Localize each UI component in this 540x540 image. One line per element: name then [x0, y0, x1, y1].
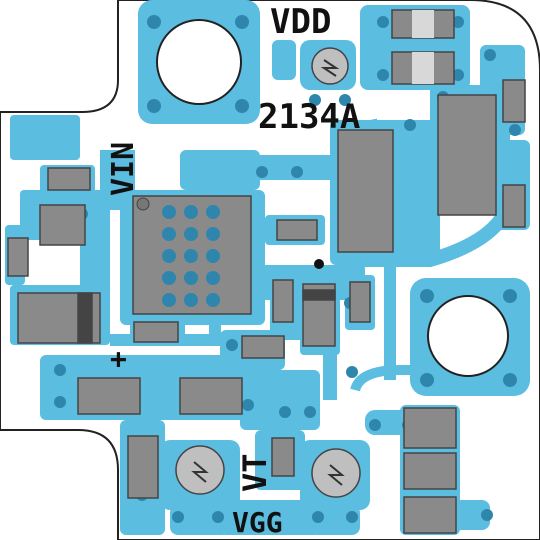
- transistor: [337, 129, 394, 253]
- inductor: [437, 94, 497, 216]
- cap-vgg: [127, 435, 159, 499]
- cap-right-2: [403, 452, 457, 490]
- cap-mid-3: [241, 335, 285, 359]
- resistor-r1: [502, 79, 526, 123]
- label-vt: VT: [236, 453, 274, 492]
- label-plus: +: [110, 342, 127, 375]
- test-points: [175, 47, 361, 498]
- label-vdd: VDD: [270, 2, 331, 42]
- resistor-bottom-1: [77, 377, 141, 415]
- cap-right-3: [403, 496, 457, 534]
- cap-mid-2: [349, 281, 371, 323]
- mounting-hole-top-left: [156, 19, 242, 105]
- cap-vin-2: [39, 204, 86, 246]
- test-point-vt: [311, 448, 361, 498]
- resistor-bottom-2: [179, 377, 243, 415]
- components: [7, 9, 526, 534]
- ic-package: [132, 195, 252, 315]
- cap-vt: [271, 437, 295, 477]
- resistor-r2: [502, 184, 526, 228]
- label-vgg: VGG: [232, 506, 283, 539]
- pin1-marker: [136, 197, 150, 211]
- label-part-number: 2134A: [258, 97, 360, 137]
- test-point-vdd: [311, 47, 349, 85]
- cap-vin-1: [47, 167, 91, 191]
- cap-left-1: [7, 237, 29, 277]
- label-vin: VIN: [106, 142, 141, 196]
- mounting-holes: [156, 19, 509, 377]
- test-point-vgg: [175, 445, 225, 495]
- cap-right-1: [403, 407, 457, 449]
- mounting-hole-right: [427, 295, 509, 377]
- resistor-ic: [276, 219, 318, 241]
- cap-mid-1: [272, 279, 294, 323]
- cap-ic-bottom: [133, 321, 179, 343]
- polarity-dot: [314, 259, 324, 269]
